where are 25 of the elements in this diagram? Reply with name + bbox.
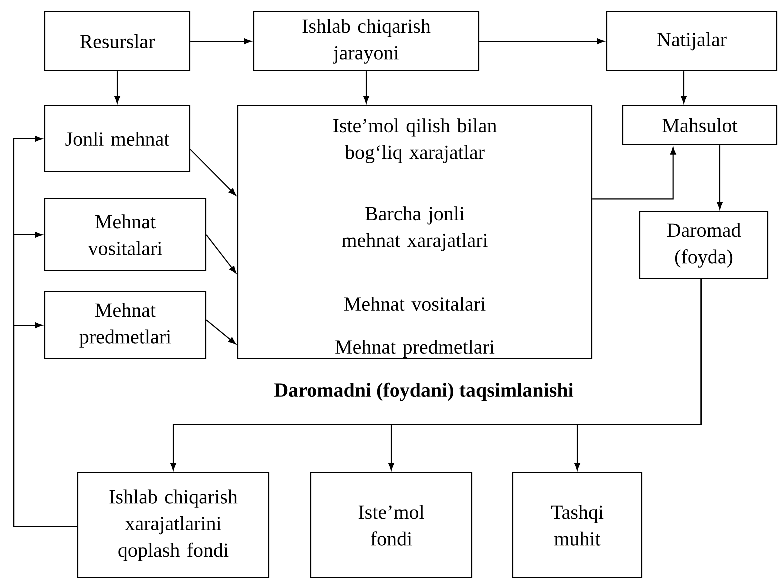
heading: Daromadni (foydani) taqsimlanishi: [274, 382, 574, 402]
arrow: [190, 149, 236, 196]
arrow: [574, 280, 702, 471]
arrow: [681, 72, 687, 104]
process-box: Jonli mehnat: [44, 105, 191, 173]
arrow: [592, 147, 676, 200]
process-box: Iste’mol fondi: [310, 472, 473, 579]
arrow: [114, 72, 120, 104]
process-box: Mahsulot: [622, 105, 778, 146]
process-box: Mehnat predmetlari: [44, 291, 207, 360]
arrow: [480, 38, 605, 44]
process-box: Daromad (foyda): [639, 211, 769, 280]
arrow: [13, 322, 78, 528]
arrow: [717, 146, 723, 210]
arrow: [364, 72, 370, 104]
process-box: Natijalar: [606, 11, 778, 72]
process-box: Ishlab chiqarish xarajatlarini qoplash fondi: [77, 472, 270, 579]
arrow: [190, 38, 252, 44]
process-box: Ishlab chiqarish jarayoni: [253, 11, 480, 72]
process-box: Mehnat vositalari: [44, 198, 207, 272]
cost-box: Iste’mol qilish bilan bog‘liq xarajatlar Barcha jonli mehnat xarajatlari Mehnat vositalari Mehnat predmetlari: [237, 105, 593, 360]
process-box: Resurslar: [44, 11, 191, 72]
process-box: Tashqi muhit: [512, 472, 643, 579]
arrow: [206, 234, 237, 274]
arrow: [206, 320, 236, 345]
